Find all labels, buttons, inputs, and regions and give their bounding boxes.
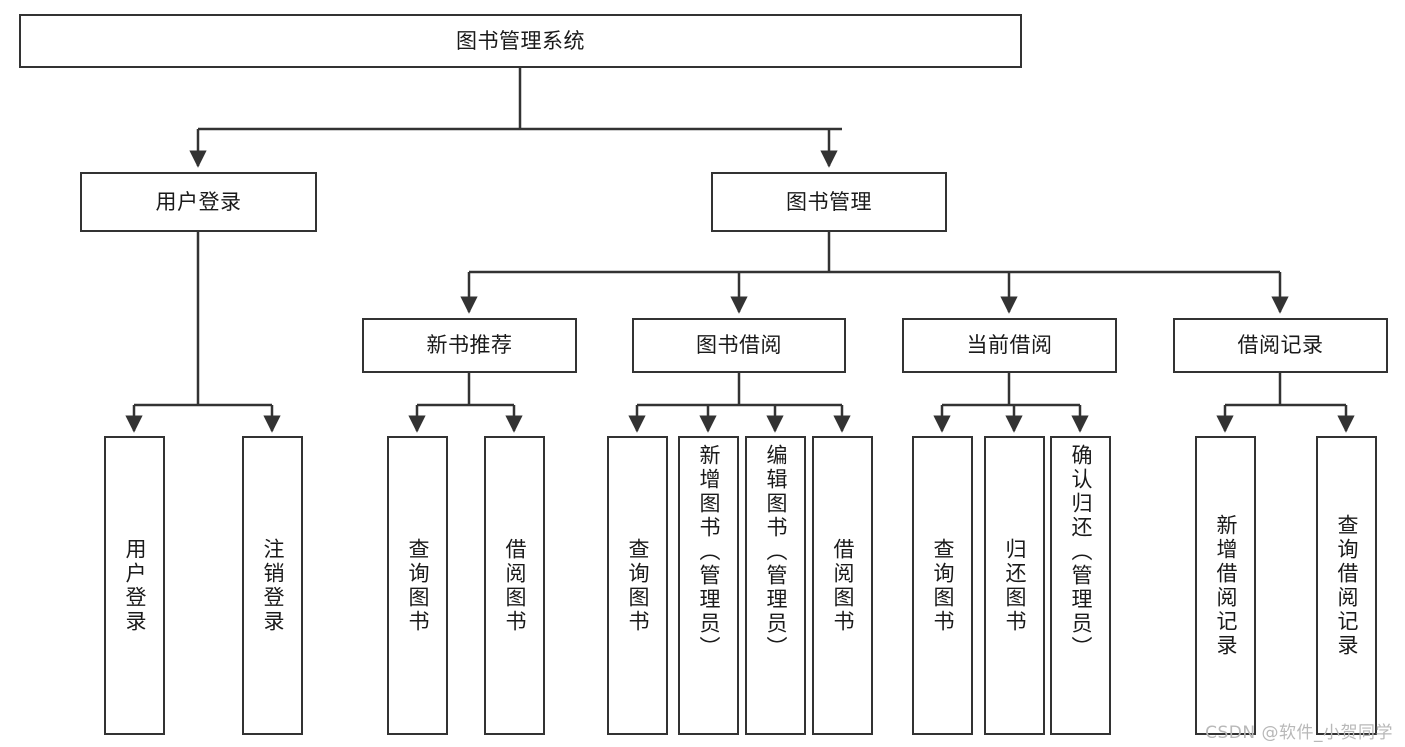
node-leaf-confirm-return[interactable]: 确认归还（管理员） [1050, 436, 1111, 735]
node-book-manage-label: 图书管理 [786, 189, 872, 214]
node-current-borrow[interactable]: 当前借阅 [902, 318, 1117, 373]
node-leaf-return-book[interactable]: 归还图书 [984, 436, 1045, 735]
node-leaf-return-book-label: 归还图书 [1003, 537, 1027, 634]
node-current-borrow-label: 当前借阅 [966, 333, 1053, 358]
node-leaf-query-book-3-label: 查询图书 [931, 537, 955, 634]
node-leaf-query-book-2[interactable]: 查询图书 [607, 436, 668, 735]
node-leaf-borrow-book-2[interactable]: 借阅图书 [812, 436, 873, 735]
node-borrow-record[interactable]: 借阅记录 [1173, 318, 1388, 373]
node-leaf-edit-book-label: 编辑图书（管理员） [764, 444, 788, 660]
node-leaf-user-login[interactable]: 用户登录 [104, 436, 165, 735]
node-leaf-borrow-book-1[interactable]: 借阅图书 [484, 436, 545, 735]
node-book-borrow-label: 图书借阅 [696, 333, 782, 358]
watermark-text: CSDN @软件_小贺同学 [1205, 723, 1393, 743]
node-leaf-borrow-book-2-label: 借阅图书 [831, 537, 855, 634]
node-leaf-query-record[interactable]: 查询借阅记录 [1316, 436, 1377, 735]
node-leaf-user-login-label: 用户登录 [123, 537, 147, 634]
node-leaf-edit-book[interactable]: 编辑图书（管理员） [745, 436, 806, 735]
node-leaf-query-book-1-label: 查询图书 [406, 537, 430, 634]
node-leaf-query-record-label: 查询借阅记录 [1335, 513, 1359, 658]
node-borrow-record-label: 借阅记录 [1237, 333, 1324, 358]
node-user-login[interactable]: 用户登录 [80, 172, 317, 232]
node-leaf-logout-label: 注销登录 [261, 537, 285, 634]
node-root[interactable]: 图书管理系统 [19, 14, 1022, 68]
node-leaf-add-record-label: 新增借阅记录 [1214, 513, 1238, 658]
node-leaf-query-book-1[interactable]: 查询图书 [387, 436, 448, 735]
node-leaf-add-book-label: 新增图书（管理员） [697, 444, 721, 660]
node-leaf-add-book[interactable]: 新增图书（管理员） [678, 436, 739, 735]
node-leaf-borrow-book-1-label: 借阅图书 [503, 537, 527, 634]
node-leaf-add-record[interactable]: 新增借阅记录 [1195, 436, 1256, 735]
node-leaf-confirm-return-label: 确认归还（管理员） [1069, 444, 1093, 660]
node-book-borrow[interactable]: 图书借阅 [632, 318, 846, 373]
node-new-book-rec[interactable]: 新书推荐 [362, 318, 577, 373]
node-book-manage[interactable]: 图书管理 [711, 172, 947, 232]
node-leaf-query-book-3[interactable]: 查询图书 [912, 436, 973, 735]
node-new-book-rec-label: 新书推荐 [426, 333, 513, 358]
node-user-login-label: 用户登录 [155, 189, 242, 214]
node-root-label: 图书管理系统 [456, 28, 585, 53]
node-leaf-logout[interactable]: 注销登录 [242, 436, 303, 735]
node-leaf-query-book-2-label: 查询图书 [626, 537, 650, 634]
